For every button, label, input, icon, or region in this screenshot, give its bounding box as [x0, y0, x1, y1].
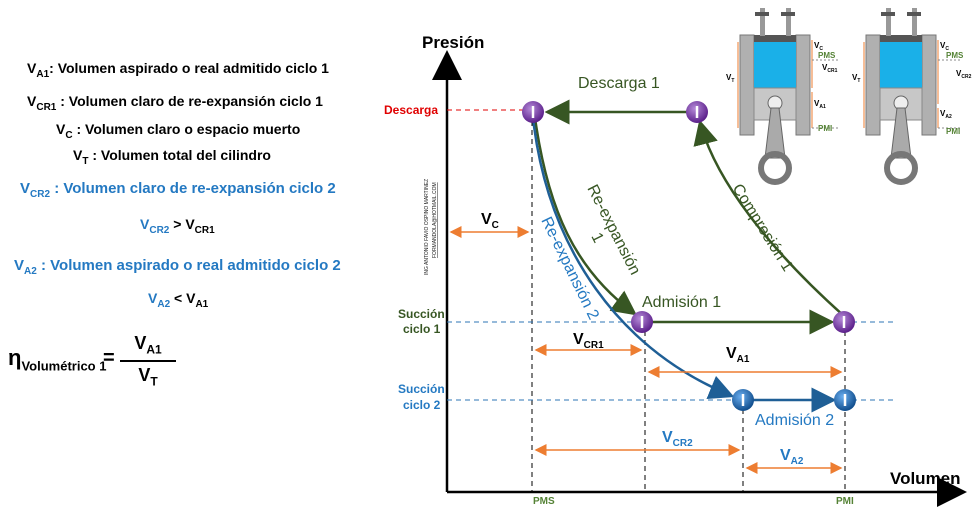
formula-fraction: VA1 VT	[120, 333, 176, 388]
vcr2-dimension-label: VCR2	[662, 429, 693, 449]
formula-eta: ηVolumétrico 1	[8, 345, 107, 374]
watermark-author: ING ANTONIO FAVIO OSPINO MARTINEZ	[424, 179, 430, 275]
cyl1-pms: PMS	[818, 51, 836, 60]
admision2-label: Admisión 2	[755, 412, 834, 429]
cyl1-va: VA1	[814, 99, 826, 110]
cyl2-va: VA2	[940, 109, 952, 120]
cyl1-vcr: VCR1	[822, 63, 838, 74]
compresion1-label: Compresión 1	[729, 181, 796, 275]
definition-vt: VT : Volumen total del cilindro	[73, 147, 271, 167]
pms-label: PMS	[533, 496, 555, 507]
y-axis-label: Presión	[422, 33, 484, 52]
state-point-2	[686, 101, 708, 123]
vc-dimension-label: VC	[481, 211, 499, 231]
definition-vc: VC : Volumen claro o espacio muerto	[56, 121, 301, 141]
cylinder-illustration-1	[737, 8, 838, 185]
cyl1-pmi: PMI	[818, 124, 832, 133]
pmi-label: PMI	[836, 496, 854, 507]
state-point-5	[732, 389, 754, 411]
cyl1-vt: VT	[726, 73, 734, 84]
state-point-4	[833, 311, 855, 333]
cyl2-vc: VC	[940, 41, 949, 52]
reexpansion1-label-2: 1	[587, 230, 606, 246]
cyl1-vc: VC	[814, 41, 823, 52]
reexpansion2-label: Re-expansión 2	[537, 214, 601, 322]
definition-va2: VA2 : Volumen aspirado o real admitido c…	[14, 257, 341, 277]
formula-numerator: VA1	[120, 333, 176, 362]
descarga1-label: Descarga 1	[578, 75, 660, 92]
cyl2-vcr: VCR2	[956, 69, 972, 80]
definition-vcr1: VCR1 : Volumen claro de re-expansión cic…	[27, 93, 323, 113]
cyl2-pms: PMS	[946, 51, 964, 60]
state-point-6	[834, 389, 856, 411]
compresion1-curve	[693, 119, 845, 317]
admision1-label: Admisión 1	[642, 294, 721, 311]
watermark-email: FORMANDOLA@HOTMAIL.COM	[432, 182, 438, 258]
reexpansion1-label: Re-expansión	[583, 182, 643, 278]
state-point-1	[522, 101, 544, 123]
relation-vcr2-vcr1: VCR2 > VCR1	[140, 216, 215, 236]
definition-vcr2: VCR2 : Volumen claro de re-expansión cic…	[20, 180, 336, 200]
state-point-3	[631, 311, 653, 333]
formula-denominator: VT	[138, 364, 158, 389]
va1-dimension-label: VA1	[726, 345, 750, 365]
x-axis-label: Volumen	[890, 469, 961, 488]
reexpansion1-curve	[533, 117, 638, 316]
relation-va2-va1: VA2 < VA1	[148, 290, 209, 310]
cyl2-vt: VT	[852, 73, 860, 84]
vcr1-dimension-label: VCR1	[573, 331, 604, 351]
cyl2-pmi: PMI	[946, 127, 960, 136]
formula-equals: =	[103, 347, 115, 369]
cylinder-illustration-2	[863, 8, 960, 185]
definition-va1: VA1: Volumen aspirado o real admitido ci…	[27, 60, 329, 80]
descarga-label: Descarga	[384, 103, 438, 117]
succion2-label: Succión	[398, 382, 445, 396]
succion1-label: Succión	[398, 307, 445, 321]
succion1-label-2: ciclo 1	[403, 322, 441, 336]
va2-dimension-label: VA2	[780, 447, 804, 467]
succion2-label-2: ciclo 2	[403, 398, 441, 412]
